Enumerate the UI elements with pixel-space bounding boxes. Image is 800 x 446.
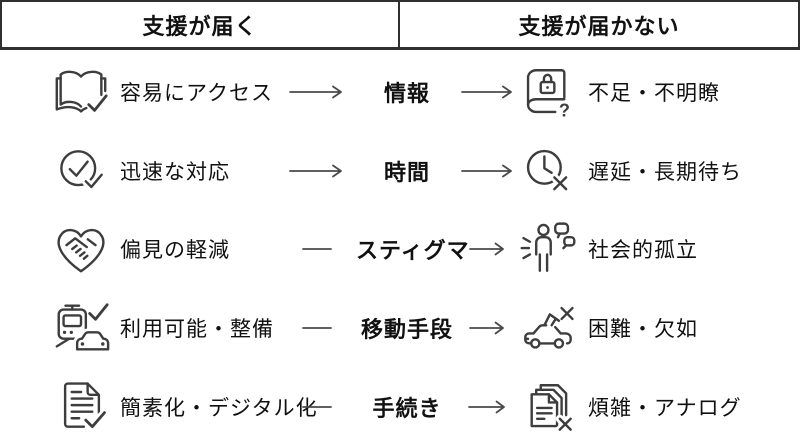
row-procedures-right-label: 煩雑・アナログ xyxy=(588,396,742,420)
row-information-left-label: 容易にアクセス xyxy=(120,82,273,106)
clock-check-icon xyxy=(52,141,112,201)
row-stigma-category: スティグマ xyxy=(356,238,470,264)
row-transport: 利用可能・整備 移動手段 xyxy=(0,289,800,368)
arrow-right-icon xyxy=(469,321,504,335)
line-connector xyxy=(302,248,332,251)
row-information-category: 情報 xyxy=(383,81,430,107)
row-stigma-left-label: 偏見の軽減 xyxy=(120,239,230,263)
transit-check-icon xyxy=(50,297,112,359)
row-stigma-right-label: 社会的孤立 xyxy=(588,239,698,263)
arrow-right-icon xyxy=(289,85,342,99)
line-connector xyxy=(302,405,332,408)
isolated-person-icon xyxy=(519,220,577,278)
line-connector xyxy=(302,327,332,329)
row-stigma: 偏見の軽減 スティグマ xyxy=(0,210,800,289)
header-right-title: 支援が届かない xyxy=(518,13,680,39)
row-information: 容易にアクセス 情報 xyxy=(0,53,800,132)
header-left-title: 支援が届く xyxy=(2,2,400,47)
row-transport-category: 移動手段 xyxy=(360,317,453,343)
arrow-right-icon xyxy=(469,243,504,256)
row-time-left-label: 迅速な対応 xyxy=(120,160,230,184)
handshake-heart-icon xyxy=(50,218,112,280)
open-book-check-icon xyxy=(50,61,112,123)
broken-car-x-icon xyxy=(519,299,577,357)
row-information-right-label: 不足・不明瞭 xyxy=(588,82,720,106)
header: 支援が届く 支援が届かない xyxy=(0,0,800,50)
document-check-icon xyxy=(52,377,112,437)
row-transport-left-label: 利用可能・整備 xyxy=(120,318,274,342)
row-time: 迅速な対応 時間 xyxy=(0,132,800,211)
row-procedures-category: 手続き xyxy=(372,395,442,421)
row-procedures-left-label: 簡素化・デジタル化 xyxy=(120,396,318,420)
row-time-right-label: 遅延・長期待ち xyxy=(588,160,742,184)
documents-x-icon xyxy=(519,378,577,436)
arrow-right-icon xyxy=(289,164,342,178)
arrow-right-icon xyxy=(461,164,512,178)
row-transport-right-label: 困難・欠如 xyxy=(588,318,698,342)
clock-x-icon xyxy=(519,142,577,200)
arrow-right-icon xyxy=(468,400,505,414)
rows: 容易にアクセス 情報 xyxy=(0,53,800,446)
arrow-right-icon xyxy=(461,85,512,99)
row-time-category: 時間 xyxy=(383,159,430,185)
locked-book-question-icon: ? xyxy=(519,63,570,121)
row-procedures: 簡素化・デジタル化 手続き xyxy=(0,367,800,446)
svg-text:?: ? xyxy=(559,101,570,121)
